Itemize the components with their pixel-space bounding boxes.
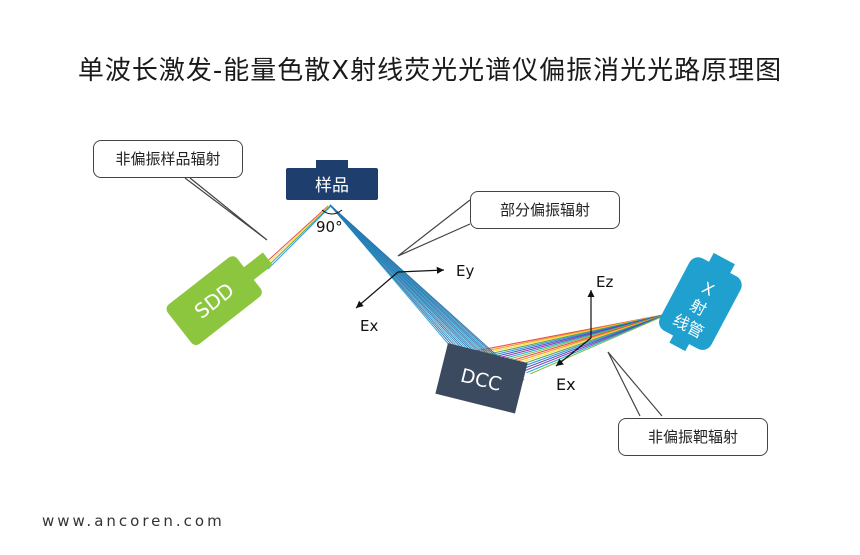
beam-sample-to-sdd xyxy=(265,205,331,269)
angle-arc xyxy=(321,209,343,215)
sample-label: 样品 xyxy=(315,176,349,196)
beam-dcc-to-sample xyxy=(329,204,525,381)
polarization-axes-right xyxy=(555,290,595,367)
ex-right-arrow xyxy=(555,337,592,367)
polarization-axes-left xyxy=(355,266,445,309)
dcc-crystal: DCC xyxy=(435,343,528,414)
beam-tube-to-dcc xyxy=(529,313,669,375)
ex-left-label: Ex xyxy=(360,317,378,335)
sample-holder: 样品 xyxy=(286,160,378,200)
ey-label: Ey xyxy=(456,262,474,280)
ez-label: Ez xyxy=(596,273,613,291)
beam-sample-to-sdd xyxy=(267,205,332,270)
pointer-unpolarized-target xyxy=(607,351,663,417)
beam-sample-to-sdd xyxy=(263,205,330,268)
pointer-partial-polarized xyxy=(397,199,471,257)
ex-left-arrow xyxy=(355,271,399,309)
xray-beams xyxy=(261,204,669,381)
ey-arrow xyxy=(397,266,445,274)
sdd-detector: SDD xyxy=(166,252,273,345)
angle-label: 90° xyxy=(316,218,343,236)
xray-tube: X 射 线管 xyxy=(659,252,742,352)
callout-unpolarized-target: 非偏振靶辐射 xyxy=(618,418,768,456)
callout-pointers xyxy=(184,177,663,417)
xray-tube-label-2: 射 xyxy=(687,295,710,319)
ex-right-label: Ex xyxy=(556,375,576,394)
pointer-unpolarized-sample xyxy=(184,177,268,241)
footer-url: www.ancoren.com xyxy=(42,512,225,530)
callout-unpolarized-sample: 非偏振样品辐射 xyxy=(93,140,243,178)
callout-partial-polarized: 部分偏振辐射 xyxy=(470,191,620,229)
diagram-title: 单波长激发-能量色散X射线荧光光谱仪偏振消光光路原理图 xyxy=(77,56,783,86)
beam-sample-to-sdd xyxy=(261,205,329,267)
